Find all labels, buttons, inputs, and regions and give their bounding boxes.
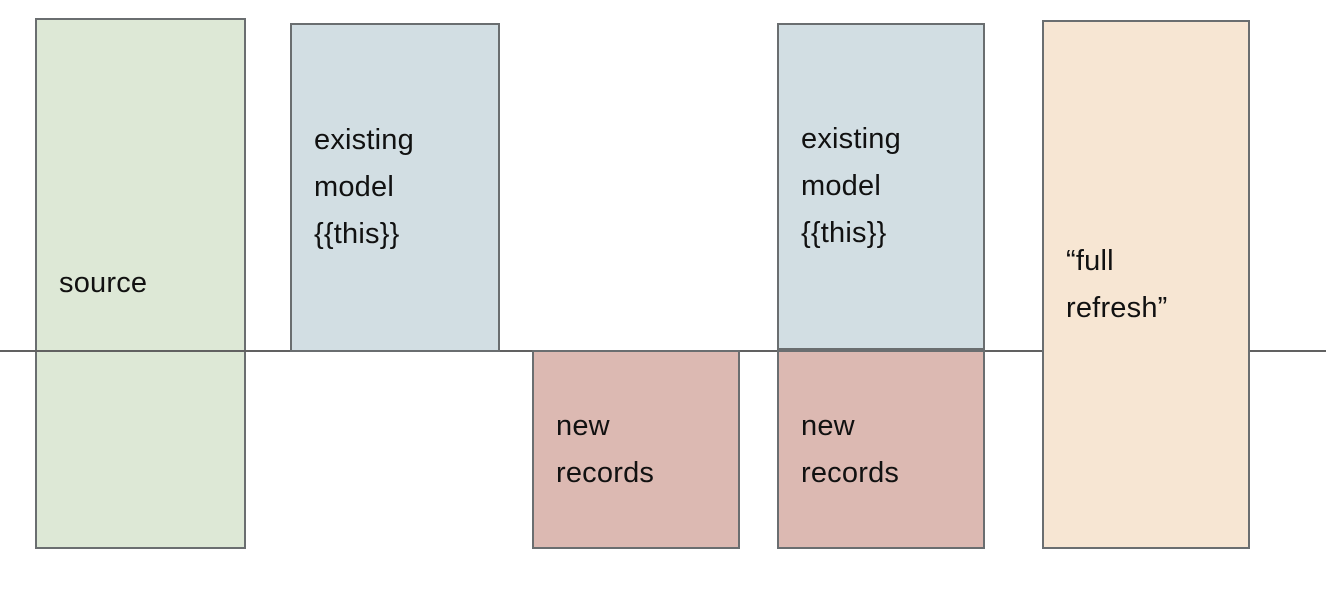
existing-model-box-left-label: existing model {{this}} [314, 124, 414, 250]
source-box: source [35, 18, 246, 549]
full-refresh-box: “full refresh” [1042, 20, 1250, 549]
full-refresh-box-label: “full refresh” [1066, 244, 1168, 324]
source-box-label: source [59, 267, 148, 299]
new-records-box-right-label: new records [801, 409, 900, 489]
new-records-box-right: new records [777, 350, 985, 549]
new-records-box-left: new records [532, 350, 740, 549]
existing-model-box-right-label: existing model {{this}} [801, 123, 901, 249]
new-records-box-left-label: new records [556, 409, 655, 489]
existing-model-box-right: existing model {{this}} [777, 23, 985, 350]
existing-model-box-left: existing model {{this}} [290, 23, 500, 352]
